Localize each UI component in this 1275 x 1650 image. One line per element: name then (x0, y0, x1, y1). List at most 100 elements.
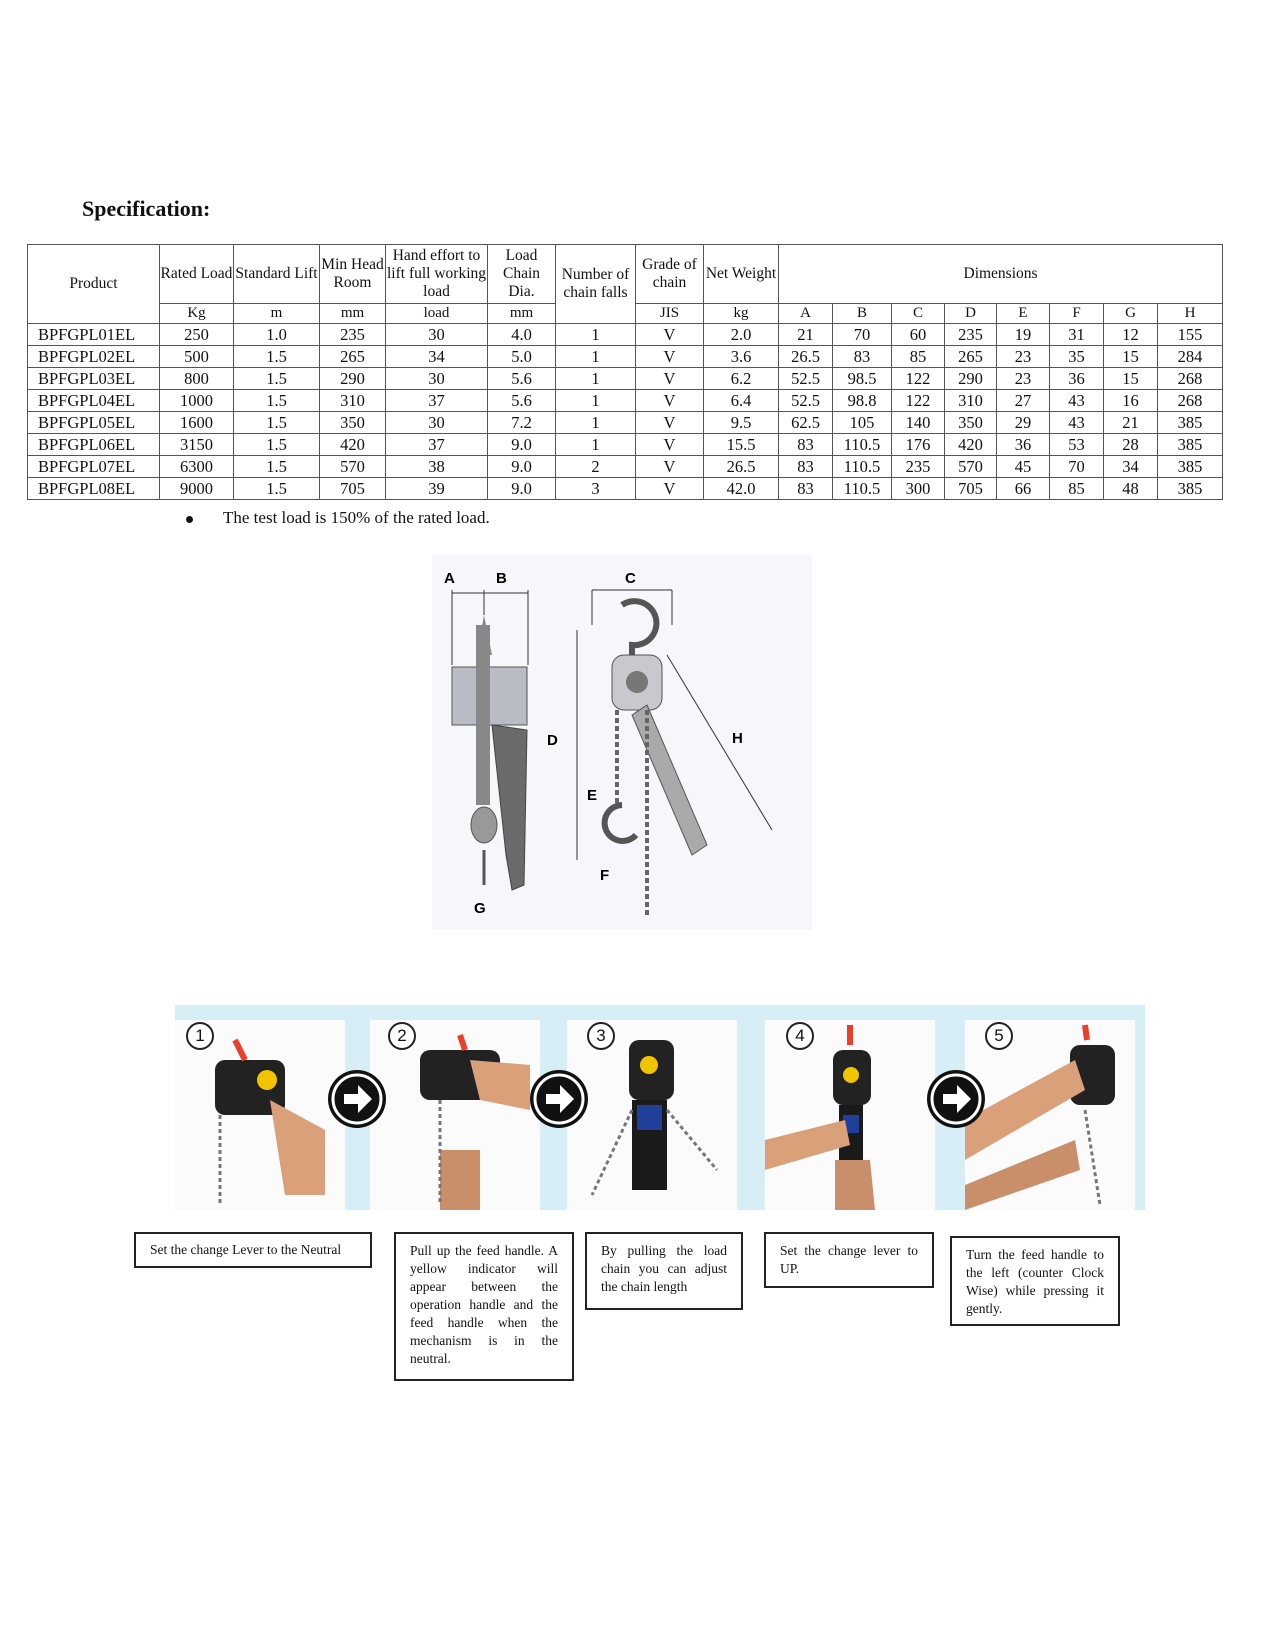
step-1-photo (175, 1020, 345, 1210)
table-cell: 34 (1103, 455, 1158, 478)
table-cell: 9.5 (703, 411, 779, 434)
table-cell: 6.2 (703, 367, 779, 390)
unit-cell: F (1049, 303, 1104, 324)
table-cell: 705 (319, 477, 386, 500)
table-cell: 110.5 (832, 477, 892, 500)
diagram-label-g: G (474, 900, 486, 917)
table-cell: 30 (385, 411, 488, 434)
table-cell: 37 (385, 389, 488, 412)
product-code-cell: BPFGPL06EL (27, 433, 160, 456)
header-chain-falls: Number of chain falls (555, 244, 636, 324)
table-cell: 1.5 (233, 411, 320, 434)
table-cell: 70 (1049, 455, 1104, 478)
table-cell: 110.5 (832, 433, 892, 456)
table-cell: 140 (891, 411, 945, 434)
right-arrow-icon (530, 1070, 588, 1128)
table-cell: V (635, 477, 704, 500)
table-cell: 6300 (159, 455, 234, 478)
step-2-photo (370, 1020, 540, 1210)
step-3-photo (567, 1020, 737, 1210)
step-3-caption: By pulling the load chain you can adjust… (585, 1232, 743, 1310)
header-grade: Grade of chain (635, 244, 704, 304)
table-cell: 705 (944, 477, 997, 500)
step-1-caption: Set the change Lever to the Neutral (134, 1232, 372, 1268)
diagram-label-f: F (600, 867, 609, 884)
header-min-head-room: Min Head Room (319, 244, 386, 304)
table-cell: 37 (385, 433, 488, 456)
table-cell: 1 (555, 345, 636, 368)
table-cell: 3150 (159, 433, 234, 456)
table-cell: 19 (996, 323, 1050, 346)
product-code-cell: BPFGPL01EL (27, 323, 160, 346)
page-title: Specification: (82, 196, 211, 221)
table-cell: 800 (159, 367, 234, 390)
table-cell: 27 (996, 389, 1050, 412)
unit-cell: A (778, 303, 833, 324)
table-cell: 1.5 (233, 389, 320, 412)
table-cell: 21 (1103, 411, 1158, 434)
table-cell: 30 (385, 323, 488, 346)
table-cell: V (635, 345, 704, 368)
table-cell: 110.5 (832, 455, 892, 478)
header-standard-lift: Standard Lift (233, 244, 320, 304)
table-cell: 1.0 (233, 323, 320, 346)
table-cell: 4.0 (487, 323, 556, 346)
table-cell: 3.6 (703, 345, 779, 368)
table-cell: 6.4 (703, 389, 779, 412)
note-text: The test load is 150% of the rated load. (223, 508, 490, 527)
step-4-caption: Set the change lever to UP. (764, 1232, 934, 1288)
unit-cell: JIS (635, 303, 704, 324)
table-cell: 420 (944, 433, 997, 456)
table-cell: 23 (996, 367, 1050, 390)
table-cell: 9.0 (487, 433, 556, 456)
table-cell: 1 (555, 389, 636, 412)
step-3-number: 3 (587, 1022, 615, 1050)
table-cell: 26.5 (778, 345, 833, 368)
diagram-label-a: A (444, 570, 455, 587)
table-cell: 98.8 (832, 389, 892, 412)
step-5-photo (965, 1020, 1135, 1210)
table-cell: 570 (319, 455, 386, 478)
table-cell: 2 (555, 455, 636, 478)
table-cell: 1 (555, 411, 636, 434)
table-cell: 350 (319, 411, 386, 434)
table-cell: 500 (159, 345, 234, 368)
table-cell: 66 (996, 477, 1050, 500)
diagram-label-h: H (732, 730, 743, 747)
table-cell: 29 (996, 411, 1050, 434)
table-cell: 268 (1156, 389, 1224, 412)
table-cell: 350 (944, 411, 997, 434)
table-cell: 70 (832, 323, 892, 346)
table-cell: 290 (944, 367, 997, 390)
right-arrow-icon (927, 1070, 985, 1128)
table-cell: 23 (996, 345, 1050, 368)
unit-cell: E (996, 303, 1050, 324)
diagram-label-c: C (625, 570, 636, 587)
table-cell: V (635, 433, 704, 456)
bullet-icon (186, 515, 193, 523)
table-cell: 250 (159, 323, 234, 346)
diagram-label-d: D (547, 732, 558, 749)
table-cell: V (635, 411, 704, 434)
table-cell: 28 (1103, 433, 1158, 456)
table-cell: 38 (385, 455, 488, 478)
table-cell: 83 (778, 433, 833, 456)
table-cell: 16 (1103, 389, 1158, 412)
table-cell: 15 (1103, 367, 1158, 390)
table-cell: 83 (778, 477, 833, 500)
unit-cell: load (385, 303, 488, 324)
table-cell: 1600 (159, 411, 234, 434)
table-cell: 105 (832, 411, 892, 434)
header-rated-load: Rated Load (159, 244, 234, 304)
table-cell: 60 (891, 323, 945, 346)
table-cell: 265 (319, 345, 386, 368)
table-cell: 265 (944, 345, 997, 368)
table-cell: 42.0 (703, 477, 779, 500)
table-cell: 9000 (159, 477, 234, 500)
